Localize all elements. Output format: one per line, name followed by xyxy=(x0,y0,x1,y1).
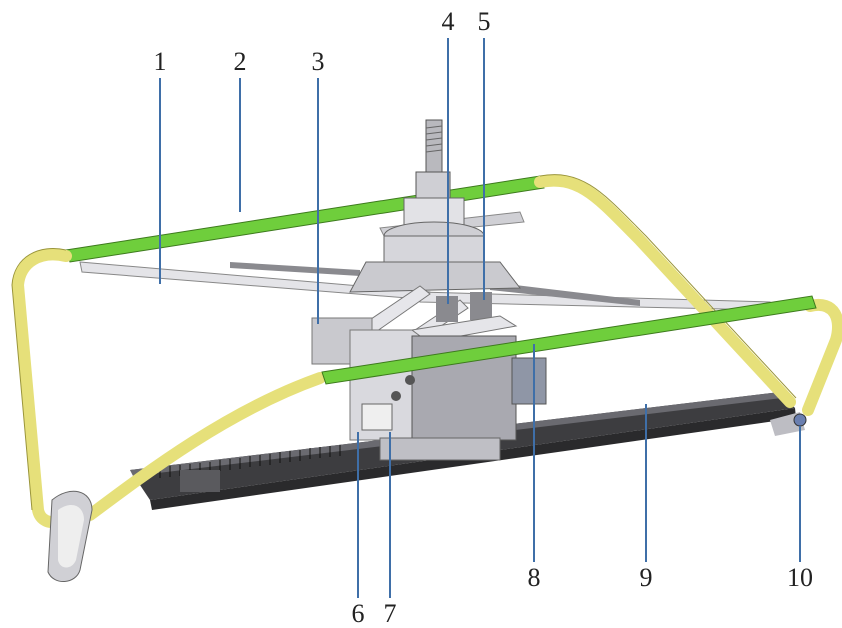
yellow-rods-outline xyxy=(11,174,797,511)
central-hub xyxy=(349,119,521,293)
callout-labels: 1 2 3 4 5 6 7 8 9 10 xyxy=(154,7,814,628)
callout-8: 8 xyxy=(528,563,541,592)
right-joint xyxy=(793,413,807,427)
callout-5: 5 xyxy=(478,7,491,36)
main-block xyxy=(311,315,547,461)
green-rod-front xyxy=(321,295,817,385)
callout-3: 3 xyxy=(312,47,325,76)
callout-4: 4 xyxy=(442,7,455,36)
callout-7: 7 xyxy=(384,599,397,628)
left-foot xyxy=(47,490,93,582)
callout-1: 1 xyxy=(154,47,167,76)
callout-2: 2 xyxy=(234,47,247,76)
yellow-rods xyxy=(11,174,842,528)
leader-lines xyxy=(159,38,801,598)
callout-10: 10 xyxy=(787,563,813,592)
rack-teeth xyxy=(159,445,341,478)
callout-6: 6 xyxy=(352,599,365,628)
callout-9: 9 xyxy=(640,563,653,592)
